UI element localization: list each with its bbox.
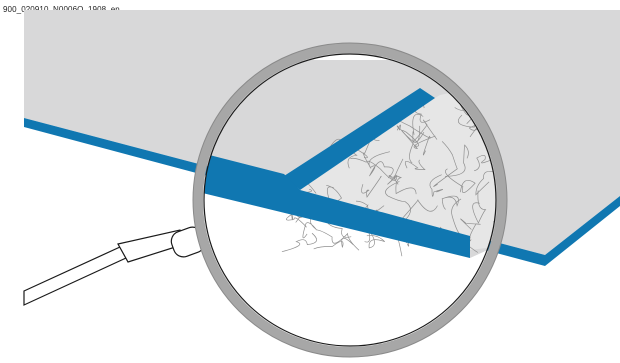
fiber-strand <box>404 159 426 170</box>
fiber-strand <box>286 211 307 228</box>
fiber-strand <box>313 237 354 250</box>
skin-layer-horizontal <box>204 150 470 258</box>
fiber-strand <box>281 232 317 253</box>
fiber-strand <box>385 181 411 220</box>
fiber-strand <box>460 218 481 239</box>
fiber-strand <box>401 125 421 147</box>
lens-view <box>204 54 496 346</box>
fiber-strand <box>433 141 458 187</box>
fiber-strand <box>302 212 317 239</box>
fiber-strand <box>473 155 496 172</box>
fiber-strand <box>441 195 459 210</box>
fiber-strand <box>396 124 436 149</box>
fiber-strand <box>475 170 496 196</box>
fiber-strand <box>445 168 476 193</box>
fiber-strand <box>409 113 424 164</box>
fiber-strand <box>369 161 394 179</box>
magnifier-handle <box>23 226 206 306</box>
fiber-strand <box>361 175 382 198</box>
skin-layer-diagonal <box>284 88 435 190</box>
panel-edge-band <box>24 118 620 266</box>
fiber-strand <box>444 144 469 177</box>
fiber-strand <box>393 175 417 195</box>
lens-ring <box>193 43 507 357</box>
fiber-strand <box>315 229 360 251</box>
fiber-strand <box>472 190 487 224</box>
fiber-strand <box>350 157 398 181</box>
lens-ring-inner <box>203 53 497 347</box>
drawing-code-label: 900_020910_N0006O_1908_en <box>3 5 120 14</box>
fiber-core <box>284 80 496 250</box>
fiber-strand <box>429 174 443 197</box>
fiber-strand <box>366 233 386 249</box>
